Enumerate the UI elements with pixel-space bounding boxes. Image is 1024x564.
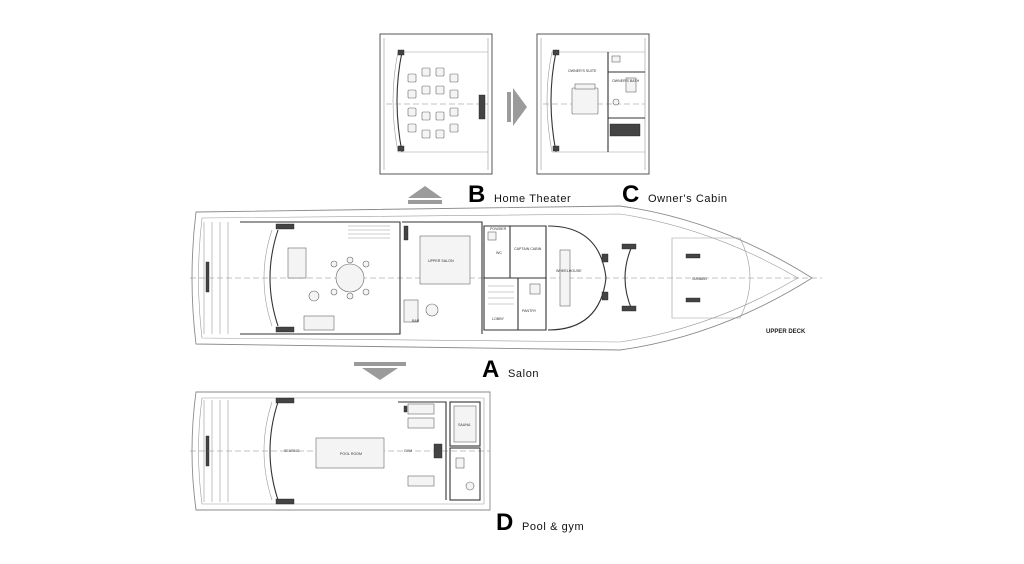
upper-deck-panel: UPPER SALON BAR POWDER CAPTAIN CABIN WC … <box>190 205 822 351</box>
pool-gym-panel: POOL ROOM SEATING GYM SAUNA <box>190 391 491 511</box>
label-d-letter: D <box>496 509 513 536</box>
label-b-caption: Home Theater <box>494 193 571 205</box>
label-d: D Pool & gym <box>496 509 584 536</box>
owners-bath-text: OWNER'S BATH <box>612 79 640 83</box>
deck-name: UPPER DECK <box>766 329 806 335</box>
wc-text: WC <box>496 251 502 255</box>
label-a: A Salon <box>482 356 539 383</box>
pantry-text: PANTRY <box>522 309 537 313</box>
label-b: B Home Theater <box>468 181 571 208</box>
captain-cabin-text: CAPTAIN CABIN <box>514 247 542 251</box>
label-d-caption: Pool & gym <box>522 521 584 533</box>
label-a-caption: Salon <box>508 368 539 380</box>
upper-salon-text: UPPER SALON <box>428 259 454 263</box>
owners-cabin-panel: OWNER'S SUITE OWNER'S BATH <box>536 33 650 175</box>
bar-text: BAR <box>412 319 420 323</box>
owners-suite-text: OWNER'S SUITE <box>568 69 597 73</box>
home-theater-panel <box>379 33 493 175</box>
wheelhouse-text: WHEELHOUSE <box>556 269 582 273</box>
seating-text: SEATING <box>284 449 300 453</box>
arrow-a-to-b <box>408 186 442 204</box>
gym-text: GYM <box>404 449 412 453</box>
label-a-letter: A <box>482 356 499 383</box>
sunbed-text: SUNBED <box>692 277 707 281</box>
pool-room-text: POOL ROOM <box>340 452 362 456</box>
powder-text: POWDER <box>490 227 507 231</box>
label-c: C Owner's Cabin <box>622 181 728 208</box>
label-c-caption: Owner's Cabin <box>648 193 728 205</box>
lobby-text: LOBBY <box>492 317 505 321</box>
arrow-a-to-d <box>354 362 406 380</box>
label-c-letter: C <box>622 181 639 208</box>
theater-seats <box>407 67 459 139</box>
label-b-letter: B <box>468 181 485 208</box>
sauna-text: SAUNA <box>458 423 471 427</box>
arrow-b-to-c <box>507 88 527 126</box>
